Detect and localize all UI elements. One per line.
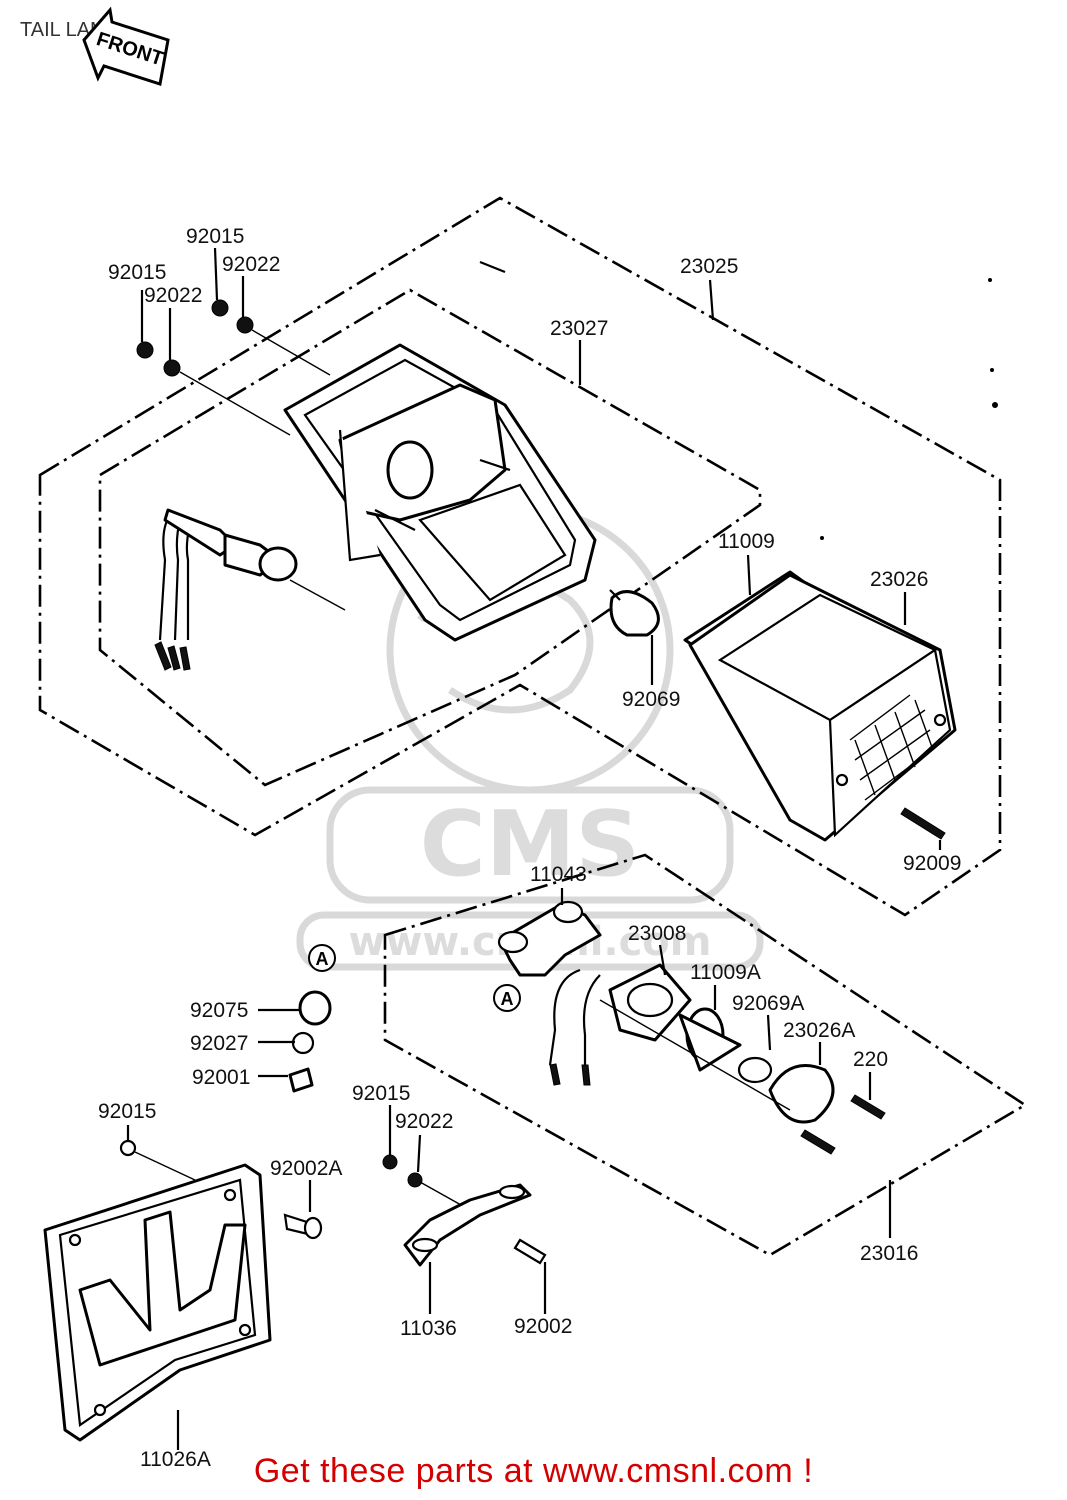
leader-lines (126, 247, 942, 1450)
callout-92022: 92022 (395, 1110, 453, 1133)
callout-labels: 92015 92022 92015 92022 23025 23027 1100… (98, 225, 961, 1471)
callout-92002a: 92002A (270, 1157, 342, 1180)
callout-23025: 23025 (680, 255, 738, 278)
callout-11036: 11036 (400, 1317, 457, 1340)
front-arrow-icon: FRONT (82, 6, 170, 86)
callout-92001: 92001 (192, 1066, 250, 1089)
callout-92002: 92002 (514, 1315, 572, 1338)
callout-92015: 92015 (352, 1082, 410, 1105)
callout-23027: 23027 (550, 317, 608, 340)
marker-a-label: A (316, 949, 329, 969)
callout-92022: 92022 (222, 253, 280, 276)
callout-11043: 11043 (530, 863, 587, 886)
callout-11009: 11009 (718, 530, 775, 553)
box-23027 (98, 288, 762, 787)
callout-23026a: 23026A (783, 1019, 855, 1042)
callout-23016: 23016 (860, 1242, 918, 1265)
callout-92069: 92069 (622, 688, 680, 711)
watermark-logo-text: CMS (420, 792, 640, 897)
reference-marker-a-lower: A (493, 984, 521, 1012)
tail-lens-23026 (683, 570, 957, 842)
callout-92009: 92009 (903, 852, 961, 875)
bulb-socket-wiring (154, 508, 346, 671)
bracket-11036 (382, 1154, 547, 1267)
callout-11026a: 11026A (140, 1448, 211, 1471)
callout-92015: 92015 (98, 1100, 156, 1123)
callout-92027: 92027 (190, 1032, 248, 1055)
callout-92075: 92075 (190, 999, 248, 1022)
callout-92015: 92015 (186, 225, 244, 248)
tail-lamp-housing (283, 260, 597, 642)
callout-92069a: 92069A (732, 992, 804, 1015)
callout-11009a: 11009A (690, 961, 761, 984)
scan-specks (820, 278, 998, 540)
license-lamp-assembly (497, 900, 886, 1155)
callout-92022: 92022 (144, 284, 202, 307)
box-23016 (383, 853, 1028, 1257)
bulb-92069-icon (609, 589, 660, 637)
nuts-group-top (136, 299, 331, 436)
license-plate-bracket (43, 1139, 323, 1442)
callout-23026: 23026 (870, 568, 928, 591)
box-23025 (38, 196, 1002, 917)
reference-marker-a-upper: A (308, 944, 336, 972)
marker-a-label: A (501, 989, 514, 1009)
callout-23008: 23008 (628, 922, 686, 945)
callout-220: 220 (853, 1048, 888, 1071)
callout-92015: 92015 (108, 261, 166, 284)
promo-footer-link[interactable]: Get these parts at www.cmsnl.com ! (253, 1452, 814, 1490)
grommet-stack (288, 990, 332, 1093)
